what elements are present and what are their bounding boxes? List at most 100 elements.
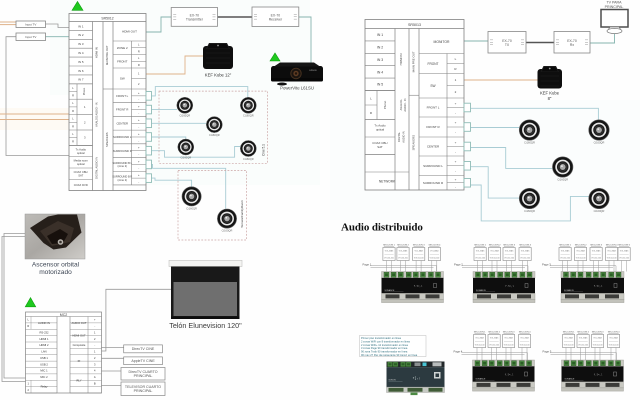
svg-text:2 zonas WiFi+ 12 transformador: 2 zonas WiFi+ 12 transformador en línea <box>361 343 408 347</box>
svg-text:VOL50-100: VOL50-100 <box>520 258 530 260</box>
svg-text:FRONT R: FRONT R <box>116 108 128 112</box>
svg-text:SURROUND R: SURROUND R <box>423 181 444 185</box>
svg-text:ZONE 2: ZONE 2 <box>117 46 128 50</box>
svg-text:2: 2 <box>84 120 86 124</box>
svg-text:1: 1 <box>28 381 30 385</box>
svg-text:f.5=,l: f.5=,l <box>594 374 603 377</box>
svg-text:1: 1 <box>138 71 140 75</box>
svg-text:Page 3: Page 3 <box>542 263 551 267</box>
svg-text:SECCION 5: SECCION 5 <box>618 245 631 247</box>
svg-text:Transmitter: Transmitter <box>186 17 204 21</box>
svg-text:MC2: MC2 <box>60 313 68 317</box>
svg-text:HDMI OUT: HDMI OUT <box>72 334 86 338</box>
svg-text:SONANCE: SONANCE <box>564 289 575 292</box>
svg-text:+: + <box>455 159 457 163</box>
svg-text:VOL-MAX: VOL-MAX <box>579 337 588 340</box>
svg-text:Ci160QR: Ci160QR <box>186 206 197 210</box>
svg-text:ANALOG: ANALOG <box>399 100 403 111</box>
svg-text:-: - <box>94 325 95 328</box>
svg-text:SECCION 1: SECCION 1 <box>474 245 487 247</box>
svg-text:SECCION 2: SECCION 2 <box>575 245 588 247</box>
svg-text:+: + <box>138 91 140 95</box>
svg-text:1: 1 <box>84 105 86 109</box>
svg-text:-: - <box>138 111 139 115</box>
svg-text:EX-70: EX-70 <box>502 39 512 43</box>
svg-text:Telón Elunevision 120": Telón Elunevision 120" <box>169 321 242 330</box>
svg-text:Input TV: Input TV <box>25 23 36 27</box>
svg-text:FRONT L: FRONT L <box>427 106 440 110</box>
svg-text:2 zonas WiFi con 8 transformad: 2 zonas WiFi con 8 transformador en líne… <box>361 339 410 343</box>
svg-text:Media room: Media room <box>74 159 89 163</box>
svg-text:VOL-MAX: VOL-MAX <box>564 337 573 340</box>
svg-text:TV PARA: TV PARA <box>606 1 622 5</box>
svg-text:L: L <box>370 97 372 101</box>
svg-text:Ci160QR: Ci160QR <box>222 229 233 233</box>
svg-text:IN 3: IN 3 <box>377 58 383 62</box>
svg-text:DirecTV CUARTO: DirecTV CUARTO <box>128 370 157 374</box>
svg-text:VOL50-100: VOL50-100 <box>609 345 619 347</box>
svg-text:SECCION 2: SECCION 2 <box>489 245 502 247</box>
svg-text:90 max 27 Pax da restaurante 9: 90 max 27 Pax da restaurante 90 transf. … <box>361 353 418 357</box>
svg-text:KEF Kube 12": KEF Kube 12" <box>205 73 232 78</box>
svg-text:AppleTV CINE: AppleTV CINE <box>131 359 155 363</box>
svg-text:+: + <box>138 118 140 122</box>
svg-text:SW: SW <box>120 77 125 81</box>
svg-text:AUDIO IN: AUDIO IN <box>402 131 406 143</box>
svg-text:MAIN PRE OUT: MAIN PRE OUT <box>411 51 415 72</box>
svg-text:+: + <box>138 132 140 136</box>
svg-text:COAX CBL/: COAX CBL/ <box>74 170 89 174</box>
svg-text:2: 2 <box>138 82 140 86</box>
svg-text:2: 2 <box>455 90 457 94</box>
svg-text:IN 4: IN 4 <box>377 70 383 74</box>
svg-text:Ci160QR: Ci160QR <box>209 133 220 137</box>
svg-text:ANALOG AUDIO - IN: ANALOG AUDIO - IN <box>95 102 99 127</box>
svg-text:SAT: SAT <box>377 145 383 149</box>
svg-text:HDMI 1: HDMI 1 <box>39 337 49 341</box>
svg-text:VOL-MAX: VOL-MAX <box>521 250 530 253</box>
svg-text:R: R <box>454 67 457 71</box>
svg-text:L: L <box>28 318 30 322</box>
svg-text:Input TV: Input TV <box>25 35 36 39</box>
svg-text:VOL50-100: VOL50-100 <box>430 258 440 260</box>
svg-text:SECCION 1: SECCION 1 <box>383 245 396 247</box>
svg-text:VOL50-100: VOL50-100 <box>414 258 424 260</box>
svg-text:SECCION 4: SECCION 4 <box>519 332 532 334</box>
svg-text:SECCION 2: SECCION 2 <box>397 245 410 247</box>
svg-text:VOL50-100: VOL50-100 <box>475 345 485 347</box>
svg-text:Relay: Relay <box>41 385 49 389</box>
svg-text:IN 1: IN 1 <box>78 24 84 28</box>
svg-text:VOL-MAX: VOL-MAX <box>385 250 394 253</box>
svg-text:L: L <box>72 101 74 105</box>
svg-text:4: 4 <box>94 369 96 373</box>
svg-text:2: 2 <box>28 388 30 392</box>
svg-text:EX-70: EX-70 <box>567 39 577 43</box>
svg-text:3: 3 <box>84 136 86 140</box>
svg-text:CENTER: CENTER <box>427 145 440 149</box>
svg-text:L: L <box>455 57 457 61</box>
svg-text:MIC 2: MIC 2 <box>40 375 48 379</box>
svg-text:USB 1: USB 1 <box>40 356 48 360</box>
svg-text:PRINCIPAL: PRINCIPAL <box>605 5 624 9</box>
svg-text:L: L <box>72 132 74 136</box>
svg-text:IN 1: IN 1 <box>377 33 383 37</box>
svg-text:SECCION 4: SECCION 4 <box>429 245 442 247</box>
svg-text:VOL50-100: VOL50-100 <box>593 345 603 347</box>
svg-text:SURROUND R: SURROUND R <box>113 149 132 153</box>
svg-text:SECCION 2: SECCION 2 <box>488 332 501 334</box>
svg-text:AUDIO IN: AUDIO IN <box>38 321 50 325</box>
svg-text:(zone 2): (zone 2) <box>117 178 127 182</box>
svg-text:8": 8" <box>548 96 552 101</box>
svg-text:Ci160QR: Ci160QR <box>179 114 190 118</box>
svg-text:SECCION 3: SECCION 3 <box>590 245 603 247</box>
svg-text:VOL-MAX: VOL-MAX <box>520 337 529 340</box>
svg-text:SW: SW <box>430 84 435 88</box>
svg-text:VOL50-100: VOL50-100 <box>578 345 588 347</box>
svg-text:optical: optical <box>77 151 85 155</box>
svg-text:VOL-MAX: VOL-MAX <box>475 337 484 340</box>
svg-text:SONANCE: SONANCE <box>385 289 396 292</box>
svg-text:EPSON: EPSON <box>309 70 317 72</box>
svg-text:VOL-MAX: VOL-MAX <box>620 250 629 253</box>
svg-text:-: - <box>455 169 456 173</box>
svg-text:+: + <box>138 105 140 109</box>
svg-text:1: 1 <box>94 350 96 354</box>
